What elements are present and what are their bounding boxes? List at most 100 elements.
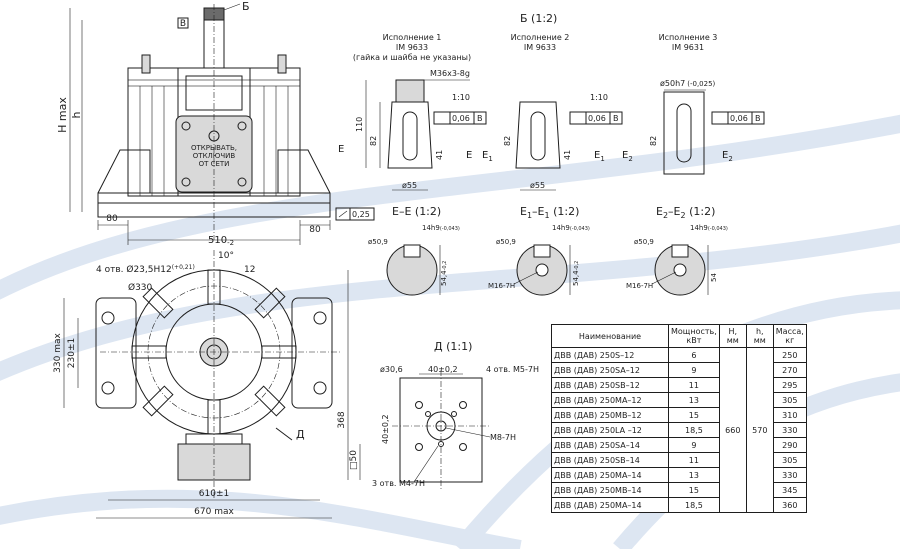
row-mass: 305: [772, 452, 807, 468]
row-power: 11: [668, 377, 720, 393]
section-e-right: Е: [466, 150, 472, 161]
row-mass: 305: [772, 392, 807, 408]
runout-1: 0,06: [452, 114, 470, 123]
variant2-title: Исполнение 2: [511, 33, 570, 42]
row-name: ДВВ (ДАВ) 250MA–14: [551, 497, 669, 513]
row-mass: 270: [772, 362, 807, 378]
row-power: 9: [668, 362, 720, 378]
row-name: ДВВ (ДАВ) 250MB–14: [551, 482, 669, 498]
ee-d509: ø50,9: [368, 238, 388, 246]
variant1-title: Исполнение 1: [383, 33, 442, 42]
d50h7: ø50h7(-0,025): [660, 79, 716, 88]
dim-d55-2: ø55: [530, 181, 545, 190]
cell-h-value: 570: [745, 347, 774, 513]
ee-key: 14h9(-0,043): [422, 224, 460, 232]
row-mass: 330: [772, 422, 807, 438]
variant2-im: IM 9633: [524, 43, 556, 52]
detail-m5: 4 отв. M5-7H: [486, 365, 539, 374]
row-mass: 295: [772, 377, 807, 393]
detail-d: Д (1:1) ø30,6 40±0,2 4 отв. M5-7H 40±0,2…: [372, 340, 539, 490]
variant1-note: (гайка и шайба не указаны): [353, 53, 471, 62]
dim-330max: 330 max: [53, 333, 63, 373]
front-v-label: В: [180, 19, 186, 29]
row-power: 9: [668, 437, 720, 453]
dim-82: 82: [369, 136, 378, 146]
dim-670: 670 max: [194, 507, 234, 517]
e2-m16: M16-7H: [626, 282, 653, 290]
variant3-im: IM 9631: [672, 43, 704, 52]
section-e-left: Е: [338, 144, 344, 155]
dim-82-3: 82: [649, 136, 658, 146]
section-e1-right: Е1: [594, 150, 605, 163]
dim-d55-1: ø55: [402, 181, 417, 190]
row-mass: 345: [772, 482, 807, 498]
header-mass: Масса, кг: [772, 324, 807, 348]
row-name: ДВВ (ДАВ) 250S–12: [551, 347, 669, 363]
plan-view: 4 отв. Ø23,5H12(+0,21) Ø330 10° 12 330 m…: [53, 250, 361, 519]
dim-41-2: 41: [563, 150, 572, 160]
section-e2e2-title: Е2–Е2 (1:2): [656, 205, 715, 220]
dim-610: 610±1: [199, 489, 229, 499]
row-name: ДВВ (ДАВ) 250LA –12: [551, 422, 669, 438]
spec-header-row: Наименование Мощность, кВт H, мм h, мм М…: [551, 324, 807, 348]
row-power: 6: [668, 347, 720, 363]
header-H: H, мм: [718, 324, 747, 348]
runout-3: 0,06: [730, 114, 748, 123]
angle-label: 10°: [218, 251, 234, 261]
row-power: 18,5: [668, 422, 720, 438]
row-power: 13: [668, 392, 720, 408]
dim-80-right: 80: [309, 225, 321, 235]
runout-3-datum: В: [755, 114, 761, 123]
row-power: 18,5: [668, 497, 720, 513]
dim-80-left: 80: [106, 214, 118, 224]
section-e2-right: Е2: [722, 150, 733, 163]
dim-368: 368: [337, 411, 347, 428]
detail-d306: ø30,6: [380, 365, 403, 374]
section-e1e1-title: Е1–Е1 (1:2): [520, 205, 579, 220]
e1-d509: ø50,9: [496, 238, 516, 246]
spec-table: Наименование Мощность, кВт H, мм h, мм М…: [551, 324, 807, 513]
taper-1: 1:10: [452, 93, 470, 102]
dim-82-2: 82: [503, 136, 512, 146]
shaft-sections: Е–Е (1:2) Е1–Е1 (1:2) Е2–Е2 (1:2) ø50,9 …: [368, 205, 728, 296]
header-h: h, мм: [745, 324, 774, 348]
row-mass: 250: [772, 347, 807, 363]
detail-m8: M8-7H: [490, 433, 516, 442]
section-e2-left: Е2: [622, 150, 633, 163]
dim-510: 510-2: [208, 235, 234, 247]
runout-1-datum: В: [477, 114, 483, 123]
header-power: Мощность, кВт: [668, 324, 720, 348]
runout-2: 0,06: [588, 114, 606, 123]
row-power: 13: [668, 467, 720, 483]
dim-h-max: H max: [56, 97, 69, 133]
view-d-arrow-label: Д: [296, 428, 305, 441]
variant1-im: IM 9633: [396, 43, 428, 52]
dim-110: 110: [355, 117, 364, 132]
detail-m4: 3 отв. M4-7H: [372, 479, 425, 488]
row-power: 15: [668, 407, 720, 423]
dim-sq50: □50: [349, 450, 359, 470]
ee-544: 54,4-0,2: [440, 261, 448, 286]
dim-230: 230±1: [67, 338, 77, 368]
variant3-title: Исполнение 3: [659, 33, 718, 42]
section-ee-title: Е–Е (1:2): [392, 205, 441, 218]
row-name: ДВВ (ДАВ) 250MA–14: [551, 467, 669, 483]
thread-label: M36x3-8g: [430, 69, 470, 78]
front-view: ОТКРЫВАТЬ, ОТКЛЮЧИВ ОТ СЕТИ В Б H max h …: [56, 0, 375, 247]
shaft-views: Б (1:2) Исполнение 1 IM 9633 (гайка и ша…: [338, 12, 765, 191]
flatness-value: 0,25: [352, 210, 370, 219]
detail-h40: 40±0,2: [381, 414, 390, 444]
row-name: ДВВ (ДАВ) 250SA–14: [551, 437, 669, 453]
d330-label: Ø330: [128, 282, 153, 293]
cell-H-value: 660: [718, 347, 747, 513]
front-b-label: Б: [242, 0, 250, 13]
